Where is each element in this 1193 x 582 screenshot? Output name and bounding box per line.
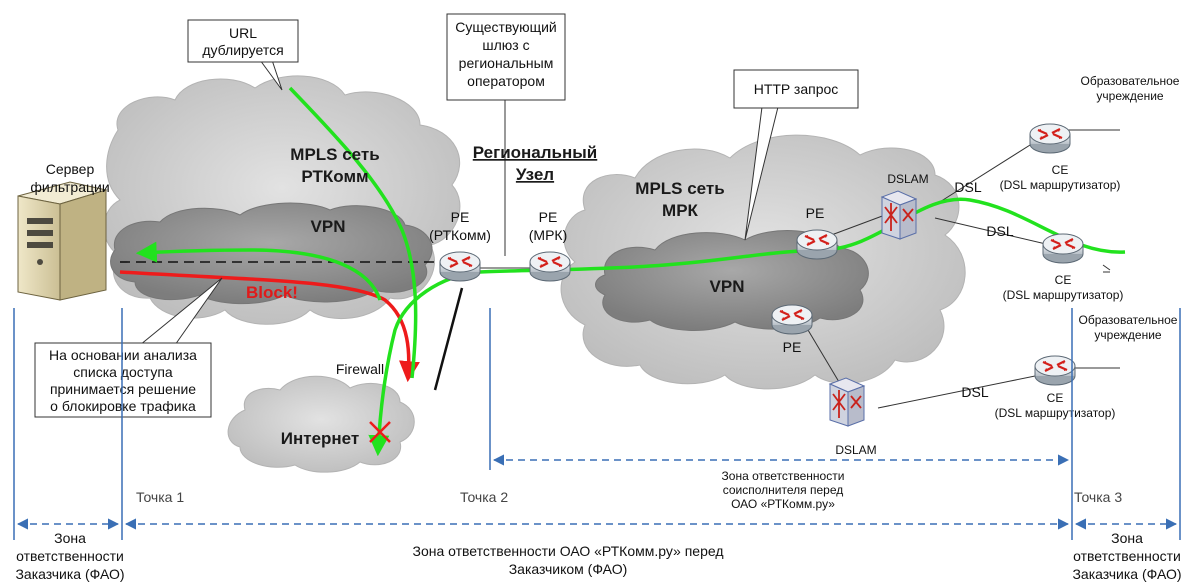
callout-http-text: HTTP запрос — [754, 81, 839, 97]
firewall-label: Firewall — [336, 361, 384, 377]
ce2-label-line2: (DSL маршрутизатор) — [1003, 288, 1124, 302]
ce1-label-line1: CE — [1052, 163, 1069, 177]
ce3-router-icon — [1033, 354, 1077, 387]
dslam-bottom-icon — [829, 377, 865, 427]
customer-left-line2: ответственности — [16, 548, 124, 564]
regional-label-line2: Узел — [516, 165, 554, 184]
customer-right-line1: Зона — [1111, 530, 1143, 546]
dslam-bottom-label: DSLAM — [835, 443, 876, 457]
main-zone-line2: Заказчиком (ФАО) — [509, 561, 628, 577]
callout-url-line2: дублируется — [202, 42, 283, 58]
green-url-line — [288, 86, 418, 379]
callout-analysis-line2: списка доступа — [73, 364, 173, 380]
ce2-label-line1: CE — [1055, 273, 1072, 287]
callout-analysis: На основании анализа списка доступа прин… — [34, 277, 223, 418]
server-label-line2: фильтрации — [30, 179, 109, 195]
customer-right-line2: ответственности — [1073, 548, 1181, 564]
callout-gateway-line4: оператором — [467, 73, 545, 89]
pe-mrk-router-icon — [528, 250, 572, 283]
vpn-left-cloud — [110, 202, 433, 305]
vpn-left-label: VPN — [311, 217, 346, 236]
pe-rtkomm-label-line1: PE — [451, 209, 470, 225]
vpn-right-label: VPN — [710, 277, 745, 296]
dslam-top-icon — [881, 190, 917, 240]
point3-label: Точка 3 — [1074, 489, 1122, 505]
coexec-zone-line2: соисполнителя перед — [723, 483, 843, 497]
dsl1-label: DSL — [954, 179, 981, 195]
internet-label: Интернет — [281, 429, 359, 448]
pe-rtkomm-router-icon — [438, 250, 482, 283]
pe-upper-router-icon — [795, 228, 839, 261]
point1-label: Точка 1 — [136, 489, 184, 505]
callout-gateway-line1: Существующий — [455, 19, 556, 35]
filtering-server-icon — [17, 181, 108, 301]
callout-analysis-line1: На основании анализа — [49, 347, 197, 363]
ce1-label-line2: (DSL маршрутизатор) — [1000, 178, 1121, 192]
ce3-label-line2: (DSL маршрутизатор) — [995, 406, 1116, 420]
dsl3-label: DSL — [961, 384, 988, 400]
customer-right-line3: Заказчика (ФАО) — [1072, 566, 1181, 582]
regional-label-line1: Региональный — [473, 143, 598, 162]
pe-lower-router-icon — [770, 303, 814, 336]
edu2-label-line2: учреждение — [1094, 328, 1161, 342]
edu1-label-line2: учреждение — [1096, 89, 1163, 103]
coexec-zone-line1: Зона ответственности — [722, 469, 845, 483]
callout-analysis-line4: о блокировке трафика — [50, 398, 196, 414]
pe-mrk-label-line1: PE — [539, 209, 558, 225]
internet-cloud — [227, 375, 415, 473]
pe-upper-label: PE — [806, 205, 825, 221]
pe-lower-label: PE — [783, 339, 802, 355]
edu1-label-line1: Образовательное — [1081, 74, 1180, 88]
blocked-x-icon — [369, 421, 391, 443]
red-block-path — [119, 270, 420, 383]
point2-label: Точка 2 — [460, 489, 508, 505]
mpls-mrk-label-line2: МРК — [662, 201, 699, 220]
mpls-mrk-label-line1: MPLS сеть — [635, 179, 724, 198]
customer-left-line1: Зона — [54, 530, 86, 546]
edu2-label-line1: Образовательное — [1079, 313, 1178, 327]
callout-gateway: Существующий шлюз с региональным операто… — [446, 13, 566, 256]
green-return-path — [135, 241, 382, 301]
callout-analysis-line3: принимается решение — [50, 381, 196, 397]
callout-http: HTTP запрос — [733, 69, 859, 241]
main-zone-line1: Зона ответственности ОАО «РТКомм.ру» пер… — [412, 543, 723, 559]
green-http-path — [368, 197, 1126, 457]
ce1-router-icon — [1028, 122, 1072, 155]
links — [120, 129, 1120, 409]
pe-rtkomm-label-line2: (РТКомм) — [429, 227, 491, 243]
coexec-zone-line3: ОАО «РТКомм.ру» — [731, 497, 835, 511]
pe-mrk-label-line2: (МРК) — [529, 227, 567, 243]
dslam-top-label: DSLAM — [887, 172, 928, 186]
callout-gateway-line3: региональным — [459, 55, 554, 71]
ce3-label-line1: CE — [1047, 391, 1064, 405]
ce2-router-icon — [1041, 232, 1085, 265]
zone-markers — [13, 308, 1181, 540]
callout-gateway-line2: шлюз с — [482, 37, 529, 53]
callout-url-line1: URL — [229, 25, 257, 41]
mpls-rtkomm-label-line2: РТКомм — [301, 167, 368, 186]
block-label: Block! — [246, 283, 298, 302]
customer-left-line3: Заказчика (ФАО) — [15, 566, 124, 582]
callout-url: URL дублируется — [187, 19, 299, 91]
dsl2-label: DSL — [986, 223, 1013, 239]
server-label-line1: Сервер — [46, 161, 95, 177]
mpls-rtkomm-label-line1: MPLS сеть — [290, 145, 379, 164]
